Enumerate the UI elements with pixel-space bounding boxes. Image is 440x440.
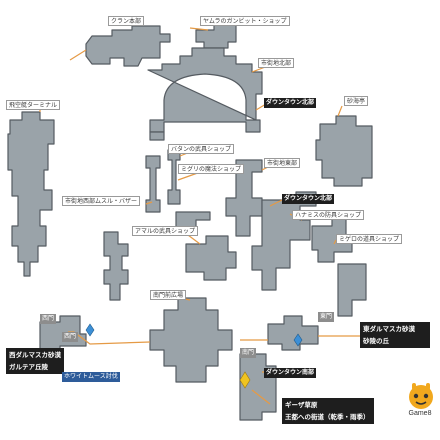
west-dalmasca-line1: 西ダルマスカ砂漠 (9, 351, 61, 359)
clan-hq-building (85, 25, 171, 67)
label-east-city: 市街地東部 (264, 158, 301, 168)
label-west-gate: 西門 (40, 314, 57, 324)
label-hanamis-armor: ハナミスの防具ショップ (292, 210, 365, 220)
gate-markers (85, 323, 303, 389)
east-city-building (225, 159, 263, 237)
label-downtown-north-1: ダウンタウン北部 (264, 98, 317, 108)
amal-shop-building (185, 235, 237, 281)
label-airship-terminal: 飛空艇ターミナル (6, 100, 61, 110)
label-amal-weapons: アマルの武具ショップ (132, 226, 199, 236)
label-south-gate-square: 南門前広場 (150, 290, 187, 300)
label-migelo-items: ミゲロの道具ショップ (336, 234, 403, 244)
giza-line2: 王都への街道（乾季・雨季） (285, 413, 370, 421)
west-dalmasca-line2: ガルテア丘陵 (9, 363, 48, 371)
sand-sea-building (315, 115, 373, 187)
crystal-icon-south (239, 371, 251, 389)
east-dalmasca-line1: 東ダルマスカ砂漠 (363, 325, 415, 333)
label-migelo-magic: ミグリの魔法ショップ (178, 164, 245, 174)
north-district-lower (149, 131, 165, 141)
batahn-shop-building (145, 155, 161, 213)
game8-logo-icon (409, 383, 433, 409)
logo-text: Game8 (408, 410, 432, 417)
east-dalmasca-line2: 砂陵の丘 (363, 337, 389, 345)
label-batahn-weapons: バタンの武具ショップ (168, 144, 235, 154)
yamura-shop-building (195, 23, 237, 49)
north-district-building (147, 47, 263, 133)
building-blocks (7, 23, 373, 421)
label-giza: ギーザ草原 王都への街道（乾季・雨季） (282, 398, 374, 424)
east-lower-building (337, 263, 367, 317)
south-gate-square-building (149, 297, 233, 383)
downtown-north-building (251, 191, 317, 291)
label-west-gate-tag: 西門 (62, 332, 79, 342)
label-clan-hq: クラン本部 (108, 16, 145, 26)
label-yamura-shop: ヤムラのガンビット・ショップ (200, 16, 290, 26)
crystal-icon-west (85, 323, 95, 337)
label-downtown-south: ダウンタウン南部 (264, 368, 317, 378)
label-north-city: 市街地北部 (258, 58, 295, 68)
label-west-bazaar: 市街地西部ムスル・バザー (62, 196, 141, 206)
label-west-dalmasca: 西ダルマスカ砂漠 ガルテア丘陵 (6, 348, 64, 374)
east-gate-building (267, 315, 319, 351)
label-downtown-north-2: ダウンタウン北部 (282, 194, 335, 204)
giza-line1: ギーザ草原 (285, 401, 318, 409)
label-south-gate: 南門 (240, 348, 257, 358)
airship-terminal-building (7, 111, 55, 277)
label-east-gate: 東門 (318, 312, 335, 322)
central-building (167, 149, 181, 205)
label-sand-sea: 砂海亭 (344, 96, 369, 106)
crystal-icon-east (293, 333, 303, 347)
label-east-dalmasca: 東ダルマスカ砂漠 砂陵の丘 (360, 322, 430, 348)
label-white-mousse: ホワイトムース討伐 (62, 372, 120, 382)
bazaar-building (103, 231, 129, 301)
